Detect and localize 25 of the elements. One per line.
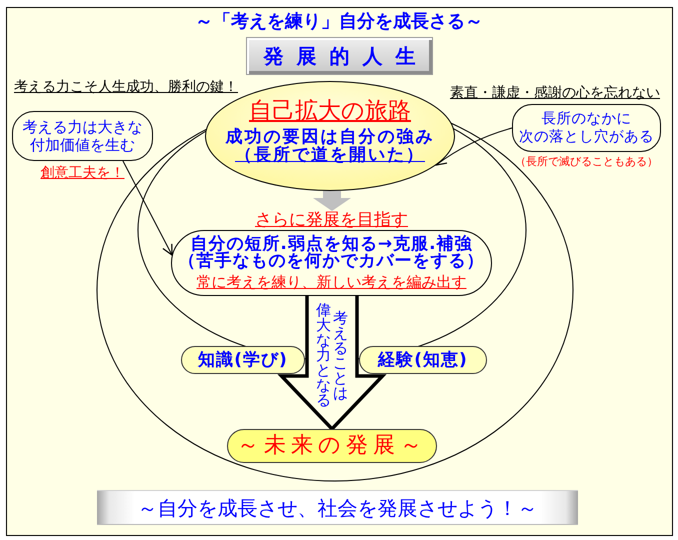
title-plate: [246, 37, 433, 75]
banner: [97, 490, 578, 525]
note-text: 長所のなかに次の落とし穴がある: [519, 110, 654, 146]
slogan-text: ～自分を成長させ、社会を発展させよう！～: [138, 496, 538, 520]
underlined-note: 素直・謙虚・感謝の心を忘れない: [450, 85, 660, 102]
rounded-box: [359, 346, 487, 374]
label-text: 経験(知恵): [378, 350, 468, 370]
leader-arrow: [122, 160, 173, 256]
heading-text: さらに発展を目指す: [255, 211, 408, 229]
body-text: 自分の短所.弱点を知る→克服.補強（苦手なものを何かでカバーをする）: [178, 236, 484, 270]
label-text: ～未来の発展～: [237, 433, 427, 459]
plate-text: 発展的人生: [262, 44, 428, 68]
underlined-note: 考える力こそ人生成功、勝利の鍵！: [14, 79, 238, 96]
title-text: ～「考えを練り」自分を成長さる～: [195, 11, 483, 33]
note-text: （長所で滅びることもある）: [515, 155, 658, 168]
label-text: 知識(学び): [198, 350, 288, 370]
note-text: 創意工夫を！: [40, 165, 124, 182]
leader-arrow: [435, 128, 512, 166]
block-arrow: [313, 191, 351, 211]
body-text: 成功の要因は自分の強み（長所で道を開いた）: [226, 128, 434, 164]
heading-text: 自己拡大の旅路: [249, 98, 411, 125]
rounded-box: [181, 346, 305, 374]
note-text: 考える力は大きな付加価値を生む: [22, 118, 142, 154]
underlined-note: 常に考えを練り、新しい考えを編み出す: [196, 274, 466, 290]
rounded-box: [227, 429, 437, 463]
